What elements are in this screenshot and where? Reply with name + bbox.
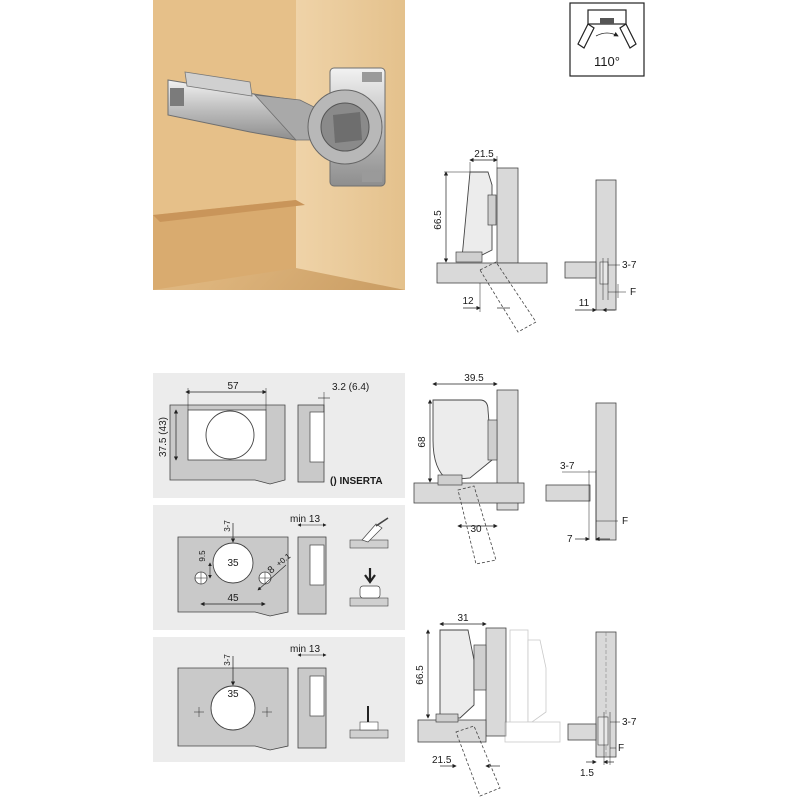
hinge-arm <box>167 71 331 141</box>
side-view-3-height: 66.5 <box>415 665 426 685</box>
assembly-step-icons <box>349 517 389 607</box>
assembly-screw-icon <box>349 706 389 739</box>
front-view-1-gap: 3-7 <box>622 260 637 271</box>
mirrored-hinge-ghost <box>504 629 561 743</box>
drill-panel-2-offset: 3-7 <box>223 520 232 532</box>
front-view-3-bottom: 1.5 <box>580 768 594 779</box>
drill-panel-2-small-diameter: 8 <box>266 564 278 576</box>
drill-panel-3-min: min 13 <box>290 644 320 655</box>
side-view-3-bottom: 21.5 <box>432 755 452 766</box>
side-view-3-width: 31 <box>457 613 469 624</box>
drill-panel-2-spacing: 9.5 <box>198 550 207 562</box>
front-view-2-gap: 3-7 <box>560 461 575 472</box>
front-view-3-f: F <box>618 743 624 754</box>
drill-panel-2-width: 45 <box>227 593 239 604</box>
front-view-1-f: F <box>630 287 636 298</box>
drill-panel-1-width: 57 <box>227 381 239 392</box>
drill-panel-2-min: min 13 <box>290 514 320 525</box>
side-view-3: 31 66.5 21.5 <box>415 613 561 797</box>
side-view-2: 39.5 68 30 <box>413 373 525 565</box>
drill-panel-3-diameter: 35 <box>227 689 239 700</box>
drill-panel-3: 3-7 35 min 13 <box>153 637 405 762</box>
hinge-photo <box>153 0 405 290</box>
front-view-3-gap: 3-7 <box>622 717 637 728</box>
front-view-2: 3-7 F 7 <box>545 402 628 545</box>
front-view-2-bottom: 7 <box>567 534 573 545</box>
front-view-1-bottom: 11 <box>579 298 590 309</box>
drill-panel-2-diameter: 35 <box>227 558 239 569</box>
drill-panel-1: 57 37.5 (43) 3.2 (6.4) () INSERTA <box>153 373 405 498</box>
side-view-2-width: 39.5 <box>464 373 484 384</box>
side-view-1: 21.5 66.5 12 <box>433 149 548 333</box>
drill-panel-2: 3-7 35 9.5 45 8 +0.1 min 13 <box>153 505 405 630</box>
front-view-2-f: F <box>622 516 628 527</box>
hinge-cup <box>307 67 386 187</box>
side-view-2-height: 68 <box>417 436 428 448</box>
opening-angle-label: 110° <box>594 54 620 69</box>
front-view-1: 3-7 F 11 <box>564 179 637 313</box>
drill-panel-1-depth: 3.2 (6.4) <box>332 382 369 393</box>
side-view-1-height: 66.5 <box>433 210 444 230</box>
side-view-1-width: 21.5 <box>474 149 494 160</box>
inserta-note: () INSERTA <box>330 476 383 487</box>
drill-panel-3-offset: 3-7 <box>223 654 232 666</box>
side-view-2-bottom: 30 <box>470 524 482 535</box>
front-view-3: 3-7 F 1.5 <box>567 631 637 779</box>
side-view-1-bottom: 12 <box>462 296 474 307</box>
drill-panel-1-height: 37.5 (43) <box>158 417 169 457</box>
opening-angle-icon: 110° <box>569 2 645 77</box>
